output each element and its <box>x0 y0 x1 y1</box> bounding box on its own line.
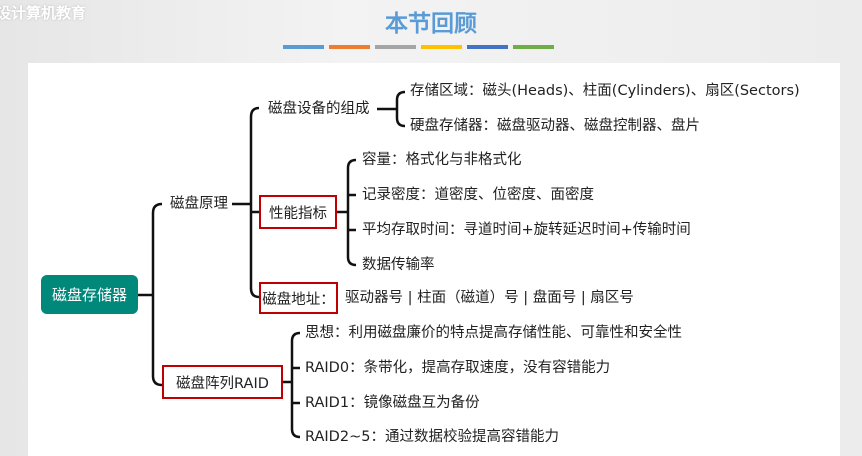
color-bar <box>467 45 508 49</box>
performance-item: 容量：格式化与非格式化 <box>362 152 522 168</box>
composition-item: 硬盘存储器：磁盘驱动器、磁盘控制器、盘片 <box>410 118 700 134</box>
node-composition: 磁盘设备的组成 <box>268 101 370 117</box>
raid-item: 思想：利用磁盘廉价的特点提高存储性能、可靠性和安全性 <box>305 325 682 341</box>
composition-item: 存储区域：磁头(Heads)、柱面(Cylinders)、扇区(Sectors) <box>410 83 800 99</box>
performance-item: 记录密度：道密度、位密度、面密度 <box>362 187 594 203</box>
raid-item: RAID0：条带化，提高存取速度，没有容错能力 <box>305 360 611 376</box>
page-title: 本节回顾 <box>385 11 477 37</box>
raid-item: RAID2~5：通过数据校验提高容错能力 <box>305 429 559 445</box>
color-bar <box>375 45 416 49</box>
performance-item: 平均存取时间：寻道时间+旋转延迟时间+传输时间 <box>362 222 691 238</box>
node-address: 磁盘地址： <box>259 282 338 314</box>
color-bar <box>513 45 554 49</box>
color-bar <box>283 45 324 49</box>
color-bars <box>283 45 554 49</box>
watermark: 设计算机教育 <box>0 4 87 22</box>
color-bar <box>421 45 462 49</box>
root-node: 磁盘存储器 <box>41 275 138 314</box>
color-bar <box>329 45 370 49</box>
node-performance: 性能指标 <box>259 195 337 229</box>
node-raid: 磁盘阵列RAID <box>162 365 283 399</box>
address-value: 驱动器号 | 柱面（磁道）号 | 盘面号 | 扇区号 <box>345 290 634 306</box>
raid-item: RAID1：镜像磁盘互为备份 <box>305 395 480 411</box>
performance-item: 数据传输率 <box>362 257 435 273</box>
node-disk-principle: 磁盘原理 <box>170 196 228 212</box>
